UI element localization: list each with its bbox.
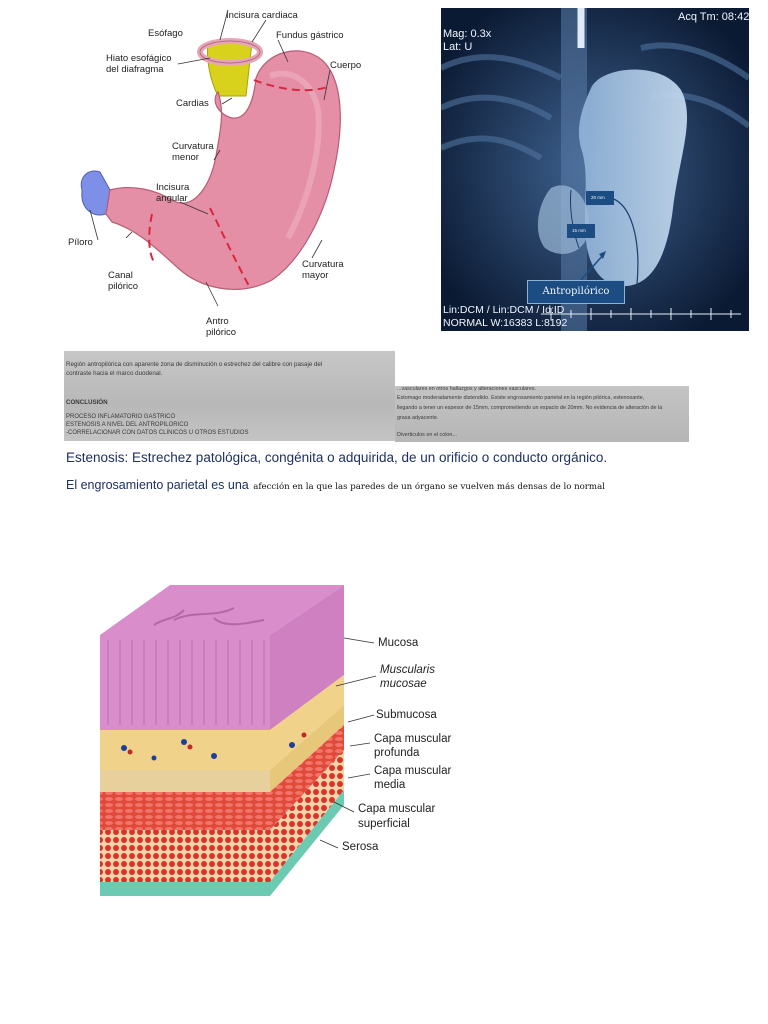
xray-image: Acq Tm: 08:42: Mag: 0.3x Lat: U 20 mm 15… [441, 8, 749, 331]
xray-acq-time: Acq Tm: 08:42: [678, 11, 749, 23]
label-canal-1: Canal [108, 270, 133, 281]
label-antro-1: Antro [206, 316, 229, 327]
layers-illustration [100, 585, 377, 896]
label-piloro: Píloro [68, 237, 93, 248]
report-left-c2: ESTENOSIS A NIVEL DEL ANTROPILORICO [66, 422, 189, 428]
definition-engrosamiento-text: afección en la que las paredes de un órg… [253, 482, 605, 492]
report-left-line2: contraste hacia el marco duodenal. [66, 370, 163, 377]
layer-label-mucosa: Mucosa [378, 637, 419, 649]
label-cuerpo: Cuerpo [330, 60, 362, 71]
label-incisura-angular-1: Incisura [156, 182, 190, 193]
report-right-line0: ...vasculares en otros hallazgos y alter… [397, 386, 537, 392]
report-right-line3: grasa adyacente. [397, 415, 439, 421]
report-left-heading: CONCLUSIÓN [66, 399, 108, 406]
definition-engrosamiento-lead: El engrosamiento parietal es una [66, 478, 249, 492]
layer-label-media-2: media [374, 779, 406, 791]
label-esofago: Esófago [148, 28, 183, 39]
xray-measure-1: 20 mm [591, 195, 605, 200]
definition-engrosamiento: El engrosamiento parietal es una afecció… [66, 476, 605, 494]
layer-label-muscularis-1: Muscularis [380, 664, 435, 676]
label-fundus: Fundus gástrico [276, 30, 344, 41]
xray-label-antropilorico: Antropilórico [527, 280, 625, 304]
label-antro-2: pilórico [206, 327, 237, 338]
layer-label-serosa: Serosa [342, 841, 379, 853]
label-curvatura-menor-1: Curvatura [172, 141, 214, 152]
label-cardias: Cardias [176, 98, 209, 109]
xray-lin: Lin:DCM / Lin:DCM / Id:ID [443, 304, 565, 316]
layer-label-media-1: Capa muscular [374, 765, 452, 777]
layer-label-muscularis-2: mucosae [380, 678, 427, 690]
xray-normal: NORMAL W:16383 L:8192 [443, 317, 568, 329]
layer-label-superficial-1: Capa muscular [358, 803, 436, 815]
label-curvatura-menor-2: menor [172, 152, 199, 163]
stomach-diagram: Incisura cardiaca Esófago Fundus gástric… [60, 0, 395, 345]
report-left: Región antropilórica con aparente zona d… [64, 351, 395, 441]
label-incisura-angular-2: angular [156, 193, 188, 204]
label-hiato-1: Hiato esofágico [106, 53, 172, 64]
label-incisura-cardiaca: Incisura cardiaca [226, 10, 298, 21]
xray-scale-ticks [550, 308, 732, 320]
report-right-line2: llegando a tener un espesor de 15mm, com… [397, 405, 663, 411]
label-canal-2: pilórico [108, 281, 139, 292]
xray-mag: Mag: 0.3x [443, 28, 492, 40]
report-right: ...vasculares en otros hallazgos y alter… [395, 386, 689, 442]
layer-label-superficial-2: superficial [358, 818, 410, 830]
layer-label-profunda-2: profunda [374, 747, 420, 759]
label-hiato-2: del diafragma [106, 64, 164, 75]
xray-measure-2: 15 mm [572, 228, 586, 233]
report-left-c1: PROCESO INFLAMATORIO GASTRICO [66, 414, 176, 420]
label-curvatura-mayor-2: mayor [302, 270, 329, 281]
report-left-line1: Región antropilórica con aparente zona d… [66, 361, 323, 368]
layer-label-profunda-1: Capa muscular [374, 733, 452, 745]
layer-label-submucosa: Submucosa [376, 709, 437, 721]
layers-diagram: Mucosa Muscularis mucosae Submucosa Capa… [64, 580, 514, 910]
report-right-line4: Diverticulos en el colon... [397, 432, 457, 438]
report-left-c3: -CORRELACIONAR CON DATOS CLINICOS U OTRO… [66, 430, 249, 436]
label-curvatura-mayor-1: Curvatura [302, 259, 344, 270]
stomach-illustration [80, 9, 341, 307]
xray-illustration [441, 8, 749, 331]
xray-lat: Lat: U [443, 41, 473, 53]
report-right-line1: Estomago moderadamente distendido. Exist… [397, 395, 645, 401]
definition-estenosis: Estenosis: Estrechez patológica, congéni… [66, 450, 608, 465]
